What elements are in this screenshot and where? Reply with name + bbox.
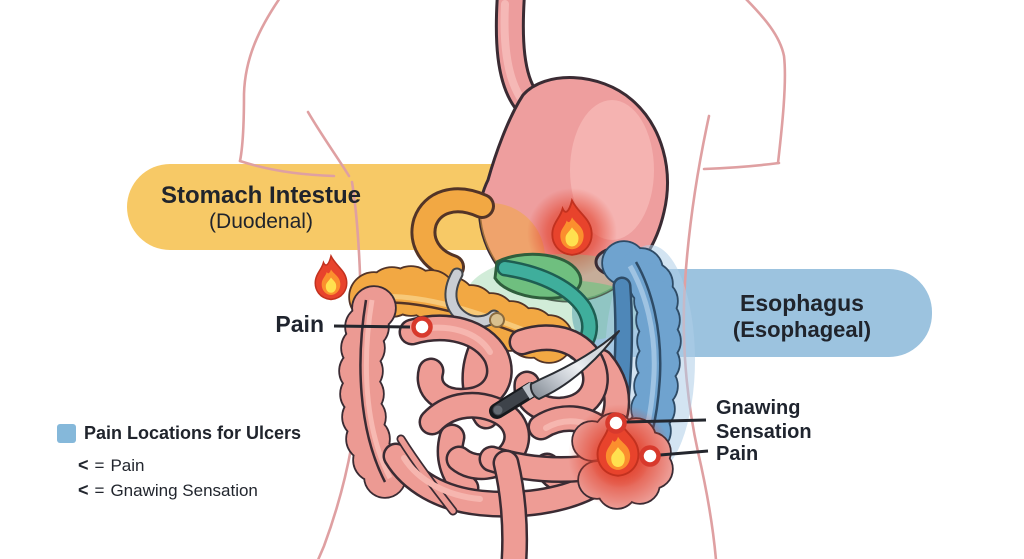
duodenum (410, 187, 495, 280)
banner-esophageal-subtitle: (Esophageal) (732, 317, 872, 342)
pain-marker-icon (411, 316, 433, 338)
banner-duodenal-bg (127, 164, 557, 250)
banner-duodenal-title: Stomach Intestue (160, 182, 362, 209)
less-than-icon: < (78, 480, 89, 500)
legend-title: Pain Locations for Ulcers (84, 423, 302, 443)
pain-marker-icon (639, 445, 661, 467)
pain-marker-icon (605, 412, 627, 434)
legend-item-gnawing: <=Gnawing Sensation (78, 480, 258, 500)
label-pain-right: Pain (716, 443, 759, 465)
flame-icon (314, 255, 348, 301)
callout-connectors (333, 324, 709, 457)
label-gnawing-sensation: Gnawing Sensation (716, 397, 812, 443)
legend-item-pain: <=Pain (78, 455, 145, 475)
banner-duodenal: Stomach Intestue (Duodenal) (130, 182, 392, 234)
legend-swatch-icon (57, 424, 76, 443)
label-pain-left: Pain (275, 311, 324, 337)
knife-icon (489, 330, 620, 419)
less-than-icon: < (78, 455, 89, 475)
connector-pain-right (659, 449, 709, 457)
pain-markers (411, 316, 661, 467)
connector-gnawing (625, 418, 707, 424)
banner-esophageal: Esophagus (Esophageal) (688, 290, 916, 343)
banner-duodenal-subtitle: (Duodenal) (209, 210, 313, 233)
banner-esophageal-title: Esophagus (740, 290, 864, 316)
connector-pain-left (333, 324, 411, 329)
